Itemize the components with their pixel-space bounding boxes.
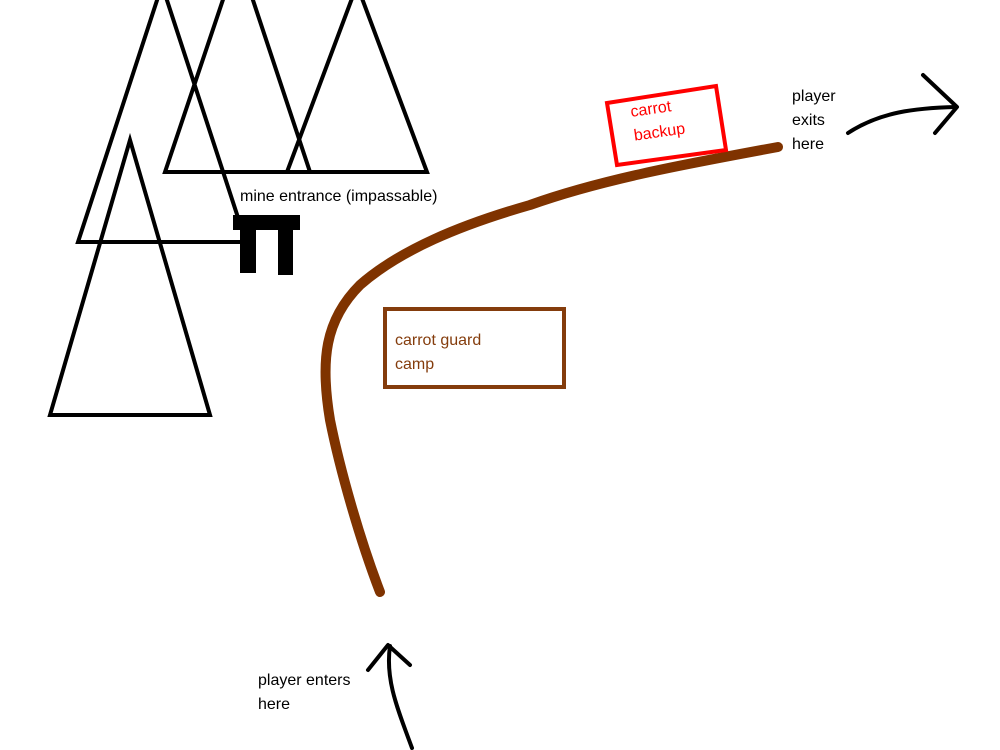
- player-exits-label: player exits here: [792, 88, 836, 153]
- enter-arrow-icon: [366, 643, 414, 750]
- carrot-guard-camp-box: [383, 307, 566, 389]
- carrot-backup-label: carrot backup: [629, 98, 687, 145]
- tree-triangle: [47, 132, 213, 417]
- carrot-backup-box: [604, 83, 729, 168]
- mine-entrance-icon: [233, 215, 300, 275]
- mine-entrance-label: mine entrance (impassable): [240, 188, 438, 205]
- carrot-guard-camp-label: carrot guard camp: [395, 332, 482, 373]
- player-enters-label: player enters here: [258, 672, 351, 713]
- exit-arrow-icon: [846, 73, 959, 135]
- trail-path: [320, 142, 783, 597]
- tree-triangle: [162, 0, 313, 174]
- tree-triangle: [284, 0, 430, 174]
- tree-triangle: [75, 0, 249, 244]
